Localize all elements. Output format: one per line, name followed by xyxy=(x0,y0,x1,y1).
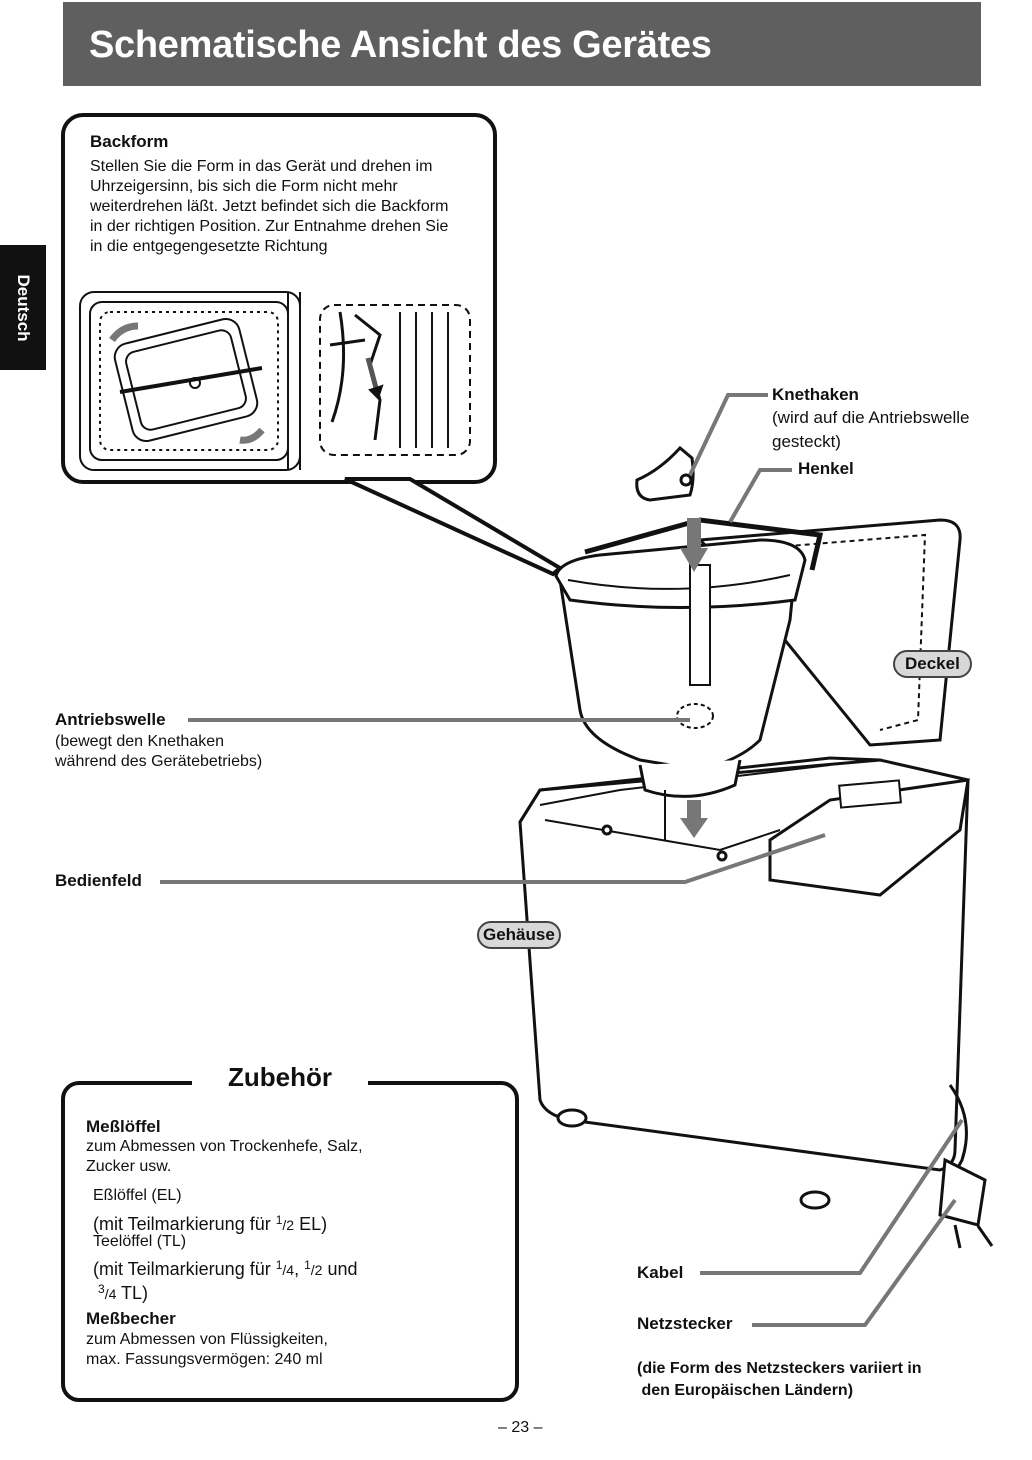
machine-housing xyxy=(518,756,970,1210)
plug-note: den Europäischen Ländern) xyxy=(637,1382,854,1399)
backform-title: Backform xyxy=(90,132,169,151)
el-note: (mit Teilmarkierung für 1/2 EL) xyxy=(93,1213,328,1234)
label-gehaeuse: Gehäuse xyxy=(477,921,561,949)
backform-line: weiterdrehen läßt. Jetzt befindet sich d… xyxy=(90,198,449,215)
messbecher-title: Meßbecher xyxy=(86,1309,176,1328)
kneading-blade-icon xyxy=(635,445,695,502)
backform-line: Stellen Sie die Form in das Gerät und dr… xyxy=(90,158,433,175)
messloeffel-title: Meßlöffel xyxy=(86,1117,161,1136)
label-antriebswelle-note: während des Gerätebetriebs) xyxy=(55,753,263,770)
label-knethaken: Knethaken xyxy=(772,385,859,404)
messloeffel-desc: Zucker usw. xyxy=(86,1158,172,1175)
label-knethaken-note: (wird auf die Antriebswelle xyxy=(772,408,970,427)
leader-lines xyxy=(160,393,964,1327)
tl-note: (mit Teilmarkierung für 1/4, 1/2 und xyxy=(93,1258,358,1279)
el-label: Eßlöffel (EL) xyxy=(93,1187,182,1204)
label-antriebswelle-note: (bewegt den Knethaken xyxy=(55,733,225,750)
page-header: Schematische Ansicht des Gerätes xyxy=(63,2,981,86)
callout-pointer xyxy=(344,477,564,577)
messbecher-desc: zum Abmessen von Flüssigkeiten, xyxy=(86,1331,328,1348)
backform-line: Uhrzeigersinn, bis sich die Form nicht m… xyxy=(90,178,398,195)
language-tab: Deutsch xyxy=(0,245,46,370)
label-kabel: Kabel xyxy=(637,1263,684,1282)
backform-line: in der richtigen Position. Zur Entnahme … xyxy=(90,218,449,235)
messloeffel-desc: zum Abmessen von Trockenhefe, Salz, xyxy=(86,1138,363,1155)
messbecher-desc: max. Fassungsvermögen: 240 ml xyxy=(86,1351,323,1368)
plug-icon xyxy=(938,1157,994,1249)
label-bedienfeld: Bedienfeld xyxy=(55,871,142,890)
backform-line: in die entgegengesetzte Richtung xyxy=(90,238,328,255)
tl-label: Teelöffel (TL) xyxy=(93,1233,187,1250)
page-number: – 23 – xyxy=(498,1419,543,1436)
accessories-title: Zubehör xyxy=(192,1062,368,1093)
pan-top-view xyxy=(79,291,301,471)
locking-detail-view xyxy=(319,304,471,456)
label-knethaken-note: gesteckt) xyxy=(772,432,841,451)
label-netzstecker: Netzstecker xyxy=(637,1314,733,1333)
label-antriebswelle: Antriebswelle xyxy=(55,710,166,729)
plug-note: (die Form des Netzsteckers variiert in xyxy=(637,1360,922,1377)
page-title: Schematische Ansicht des Gerätes xyxy=(89,24,712,66)
label-henkel: Henkel xyxy=(798,459,854,478)
label-deckel: Deckel xyxy=(893,650,972,678)
tl-note-cont: 3/4 TL) xyxy=(98,1282,149,1303)
insert-arrows xyxy=(680,518,708,838)
